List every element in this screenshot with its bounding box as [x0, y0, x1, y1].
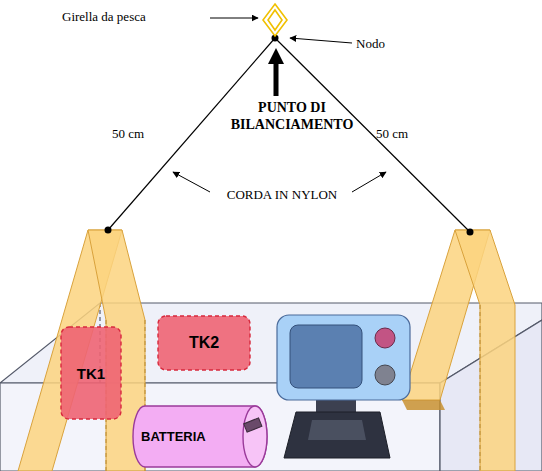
- strap: [18, 230, 145, 471]
- part-name: Nodo: [356, 36, 406, 52]
- monitor-device: [277, 315, 410, 458]
- battery-cylinder: BATTERIA: [133, 405, 267, 468]
- leader-arrow: [173, 18, 386, 192]
- tank-box: TK1: [60, 326, 122, 420]
- attach-point: [467, 229, 474, 236]
- attach-point: [105, 227, 112, 234]
- node-label: TK1: [77, 365, 105, 382]
- fishing-swivel: [263, 4, 287, 36]
- callout-title: PUNTO DI BILANCIAMENTO: [222, 100, 362, 134]
- strap: [402, 230, 515, 471]
- part-name: CORDA IN NYLON: [212, 187, 352, 203]
- node-label: TK2: [189, 334, 219, 352]
- nylon-cord: [108, 38, 470, 232]
- node-label: BATTERIA: [141, 429, 206, 444]
- dimension: 50 cm: [112, 126, 162, 142]
- balance-arrow: [268, 48, 284, 96]
- part-name: Girella da pesca: [62, 9, 207, 25]
- tank-box: TK2: [157, 315, 251, 371]
- dimension: 50 cm: [376, 126, 426, 142]
